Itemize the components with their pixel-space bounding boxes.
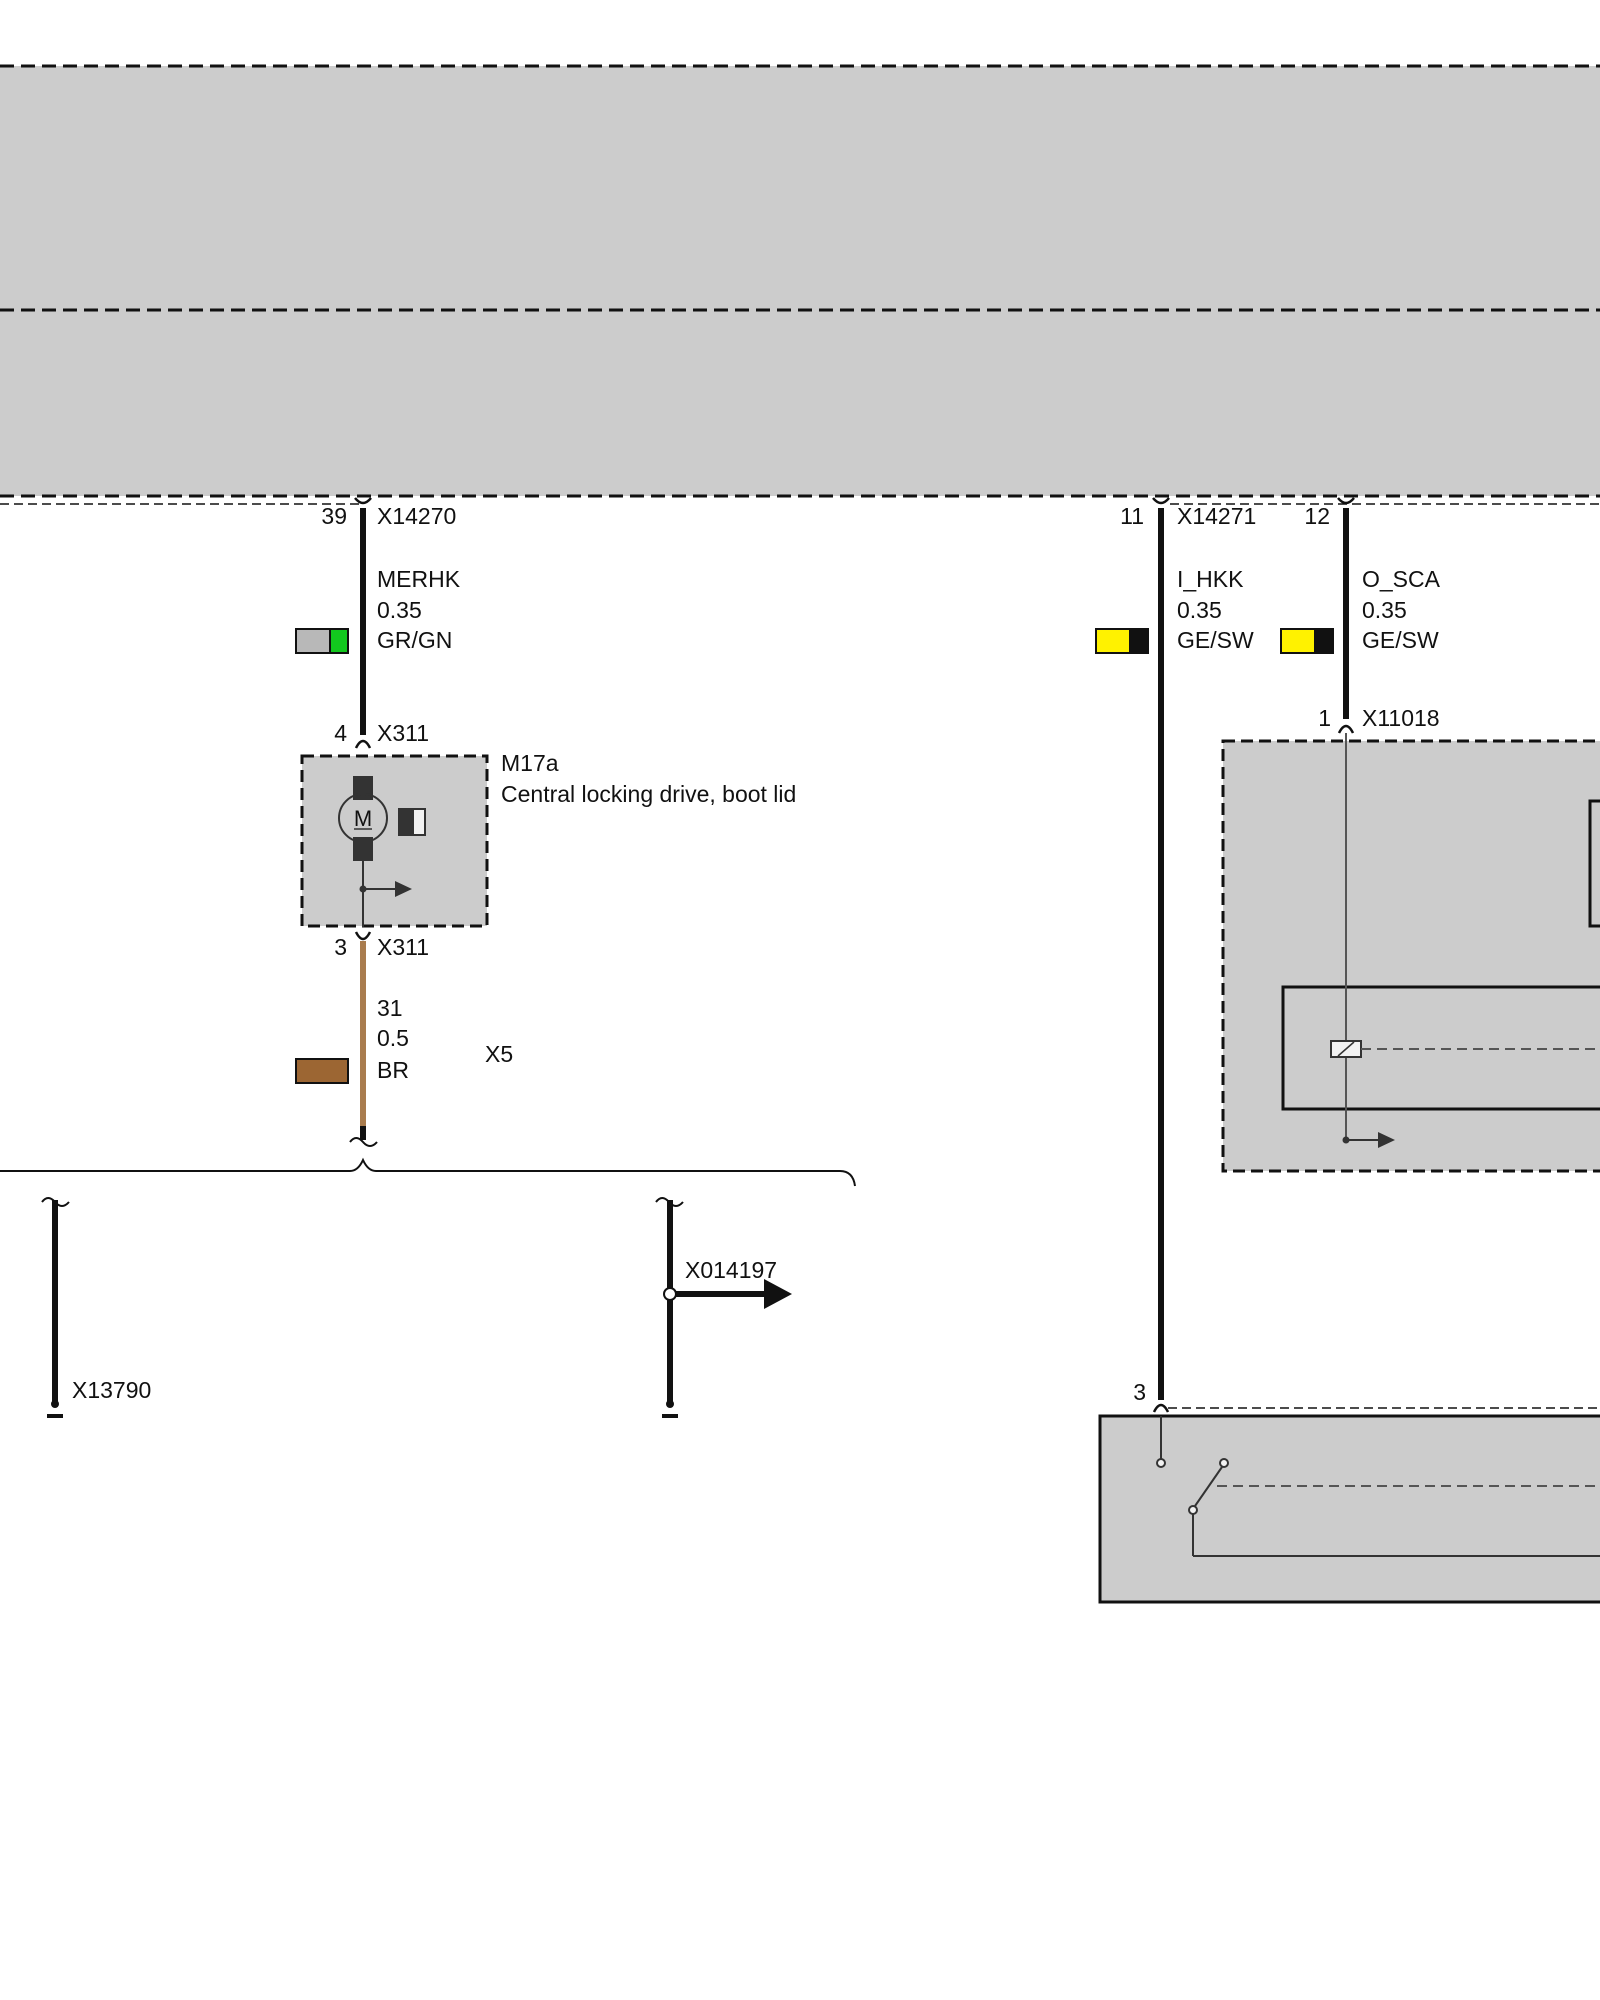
- splice-x5-label: X5: [485, 1041, 513, 1067]
- branch-left-ground-dot: [51, 1400, 59, 1408]
- switch-module: [1098, 1407, 1600, 1604]
- relay-coil-slash: [1337, 1041, 1355, 1057]
- connector-x14270-label: X14270: [377, 503, 456, 529]
- swatch-yellow-hkk: [1095, 628, 1131, 654]
- arrow-right-icon: [764, 1279, 792, 1309]
- wire-ground-gauge: 0.5: [377, 1025, 409, 1051]
- swatch-black-hkk: [1129, 628, 1149, 654]
- component-m17a-name: Central locking drive, boot lid: [501, 781, 796, 807]
- pin-socket-3-x311: [354, 931, 372, 941]
- control-unit-top-body: [0, 66, 1600, 496]
- motor-symbol: M: [354, 806, 372, 831]
- wire-i-hkk: 11 X14271 I_HKK 0.35 GE/SW 3: [1095, 497, 1256, 1413]
- wire-ground-signal: 31: [377, 995, 403, 1021]
- position-switch-light: [412, 808, 426, 836]
- position-switch-icon: [398, 808, 426, 836]
- pin-3-x311-label: 3: [334, 934, 347, 960]
- wire-merhk-gauge: 0.35: [377, 597, 422, 623]
- wire-i-hkk-color-code: GE/SW: [1177, 627, 1254, 653]
- pin-11-label: 11: [1120, 503, 1144, 529]
- connector-x14271-label: X14271: [1177, 503, 1256, 529]
- connector-x11018-label: X11018: [1362, 705, 1440, 731]
- motor-terminal-bottom: [353, 837, 373, 861]
- pin-socket-3-lower: [1152, 1403, 1170, 1413]
- pin-4-label: 4: [334, 720, 347, 746]
- wire-i-hkk-signal: I_HKK: [1177, 566, 1244, 592]
- wire-o-sca-color-code: GE/SW: [1362, 627, 1439, 653]
- swatch-yellow-sca: [1280, 628, 1316, 654]
- pin-3-lower-label: 3: [1133, 1379, 1146, 1405]
- wire-o-sca-gauge: 0.35: [1362, 597, 1407, 623]
- connector-x311-bottom-label: X311: [377, 934, 429, 960]
- branch-right-ground-label: X014197: [685, 1257, 777, 1283]
- motor-terminal-top: [353, 776, 373, 800]
- switch-blade-icon: [1194, 1466, 1223, 1507]
- branch-right-junction-dot: [663, 1287, 677, 1301]
- component-m17a-body: [300, 754, 489, 928]
- switch-contact-top: [1156, 1458, 1166, 1468]
- wire-ground: 3 X311 31 0.5 BR X5: [295, 931, 513, 1147]
- pin-socket-12: [1337, 497, 1355, 505]
- pin-39-label: 39: [321, 503, 347, 529]
- motor-arrow-icon: [395, 881, 412, 897]
- switch-module-body: [1098, 1414, 1600, 1604]
- wire-color-swatch-ge-sw-sca: [1280, 628, 1334, 654]
- pin-socket-4: [354, 739, 372, 749]
- swatch-black-sca: [1314, 628, 1334, 654]
- branch-left-ground: X13790: [41, 1197, 151, 1418]
- component-m17a: M M17a Central locking drive, boot lid: [300, 750, 796, 928]
- wire-merhk-color-code: GR/GN: [377, 627, 452, 653]
- wire-o-sca-signal: O_SCA: [1362, 566, 1441, 592]
- switch-pivot-lower: [1188, 1505, 1198, 1515]
- branch-right-ground: X014197: [655, 1197, 792, 1418]
- relay-arrow-icon: [1378, 1132, 1395, 1148]
- connector-x311-top-label: X311: [377, 720, 429, 746]
- component-m17a-id: M17a: [501, 750, 559, 776]
- branch-left-ground-label: X13790: [72, 1377, 151, 1403]
- switch-pivot-upper: [1219, 1458, 1229, 1468]
- wire-merhk-signal: MERHK: [377, 566, 461, 592]
- control-unit-top: [0, 64, 1600, 505]
- wire-ground-color-code: BR: [377, 1057, 409, 1083]
- pin-socket-11: [1152, 497, 1170, 505]
- branch-right-ground-dot: [666, 1400, 674, 1408]
- pin-socket-1: [1337, 724, 1355, 734]
- pin-socket-39: [354, 497, 372, 505]
- wire-o-sca: 12 O_SCA 0.35 GE/SW 1 X11018: [1280, 497, 1441, 734]
- relay-module-body: [1221, 739, 1600, 1173]
- swatch-grey: [295, 628, 331, 654]
- pin-1-label: 1: [1318, 705, 1331, 731]
- relay-module-upper-box: [1588, 799, 1600, 928]
- pin-12-label: 12: [1304, 503, 1330, 529]
- splice-tilde-icon: [349, 1137, 378, 1147]
- position-switch-dark: [398, 808, 414, 836]
- swatch-green: [329, 628, 349, 654]
- relay-module-inner-box: [1281, 985, 1600, 1111]
- wire-i-hkk-gauge: 0.35: [1177, 597, 1222, 623]
- splice-brace: [0, 1157, 856, 1187]
- wire-color-swatch-ge-sw-hkk: [1095, 628, 1149, 654]
- wire-color-swatch-br: [295, 1058, 349, 1084]
- wire-merhk: 39 X14270 MERHK 0.35 GR/GN 4 X311: [295, 497, 461, 749]
- wire-color-swatch-gr-gn: [295, 628, 349, 654]
- relay-module: [1221, 733, 1600, 1173]
